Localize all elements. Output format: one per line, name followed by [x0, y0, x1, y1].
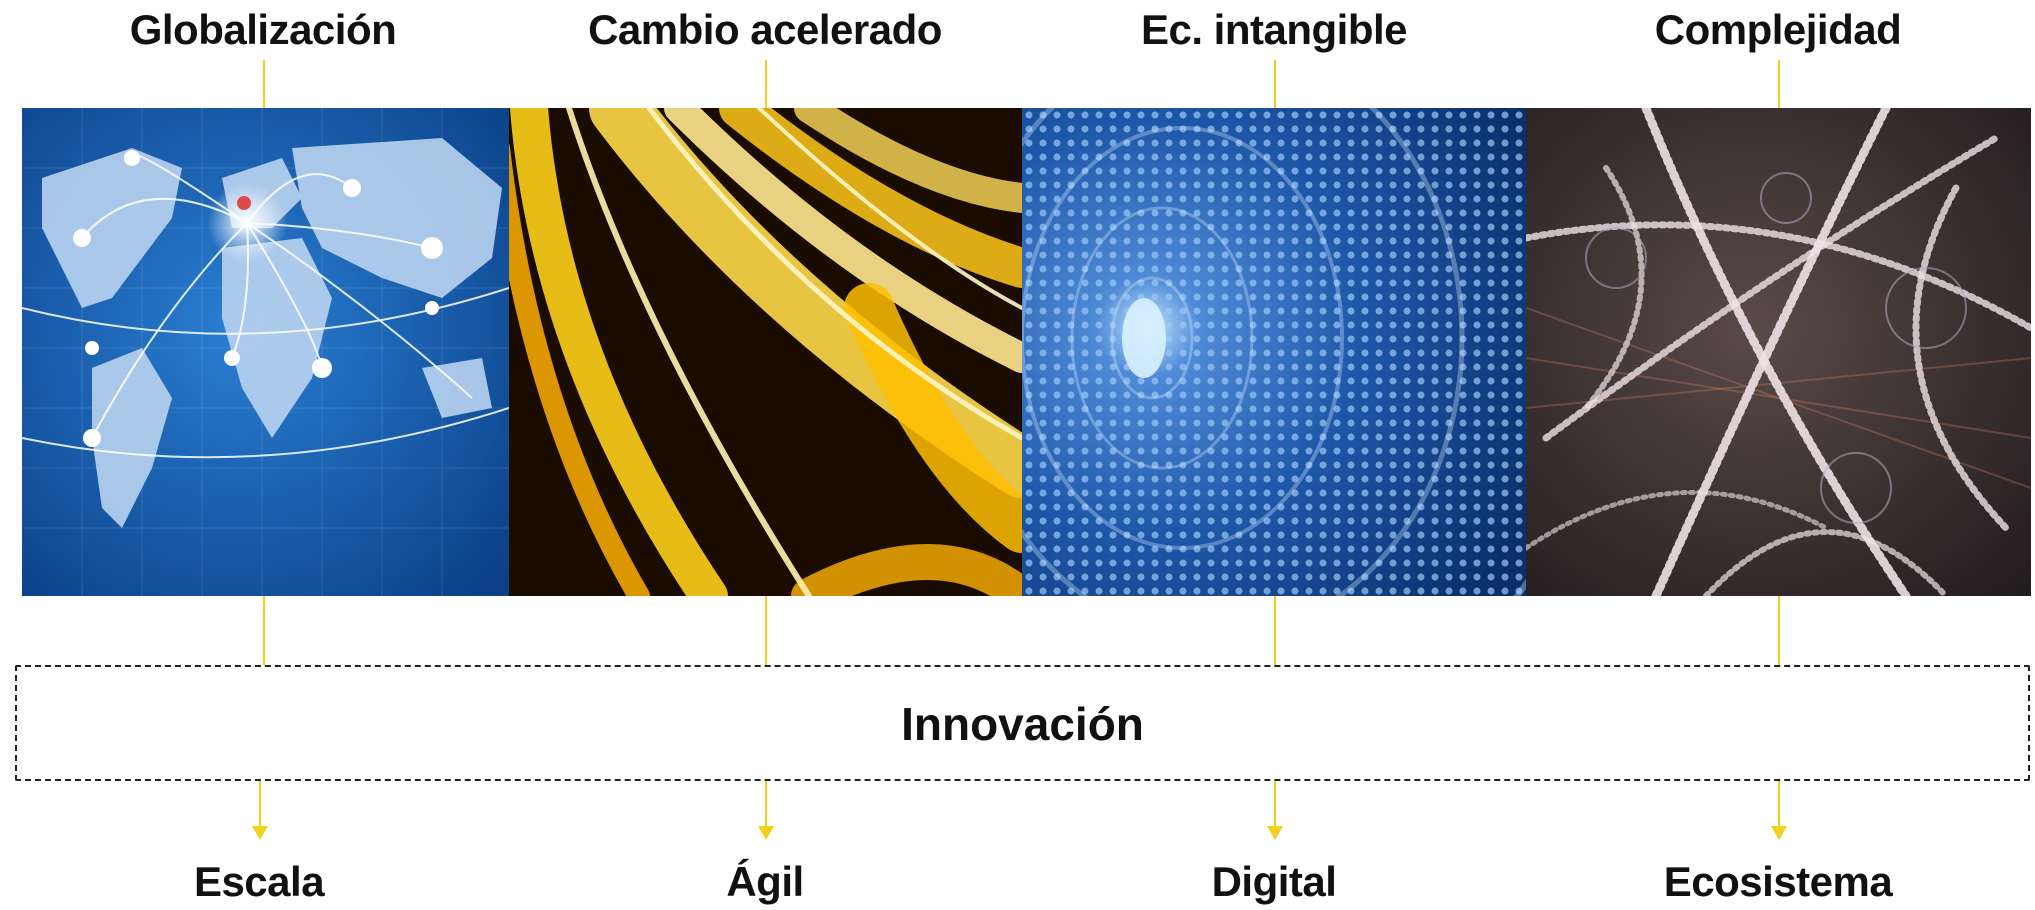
arrow-head-2 [758, 826, 774, 840]
connector-mid-3 [1274, 596, 1276, 665]
label-agil: Ágil [726, 858, 804, 905]
arrow-head-1 [252, 826, 268, 840]
arrow-head-4 [1771, 826, 1787, 840]
connector-top-4 [1778, 60, 1780, 108]
image-light-streaks [509, 108, 1022, 596]
connector-mid-1 [263, 596, 265, 665]
label-cambio-acelerado: Cambio acelerado [588, 6, 942, 53]
arrow-line-3 [1274, 781, 1276, 827]
label-digital: Digital [1211, 858, 1337, 905]
arrow-line-4 [1778, 781, 1780, 827]
image-world-map [22, 108, 509, 596]
innovation-label: Innovación [901, 698, 1144, 750]
arrow-line-2 [765, 781, 767, 827]
connector-top-3 [1274, 60, 1276, 108]
arrow-head-3 [1267, 826, 1283, 840]
label-escala: Escala [193, 858, 325, 905]
connector-top-2 [765, 60, 767, 108]
image-dot-tunnel [1022, 108, 1526, 596]
connector-top-1 [263, 60, 265, 108]
label-complejidad: Complejidad [1654, 6, 1902, 53]
innovation-box: Innovación [15, 665, 2030, 781]
image-light-spirals [1526, 108, 2031, 596]
arrow-line-1 [259, 781, 261, 827]
label-ec-intangible: Ec. intangible [1140, 6, 1408, 53]
label-globalizacion: Globalización [129, 6, 397, 53]
connector-mid-2 [765, 596, 767, 665]
label-ecosistema: Ecosistema [1663, 858, 1893, 905]
connector-mid-4 [1778, 596, 1780, 665]
